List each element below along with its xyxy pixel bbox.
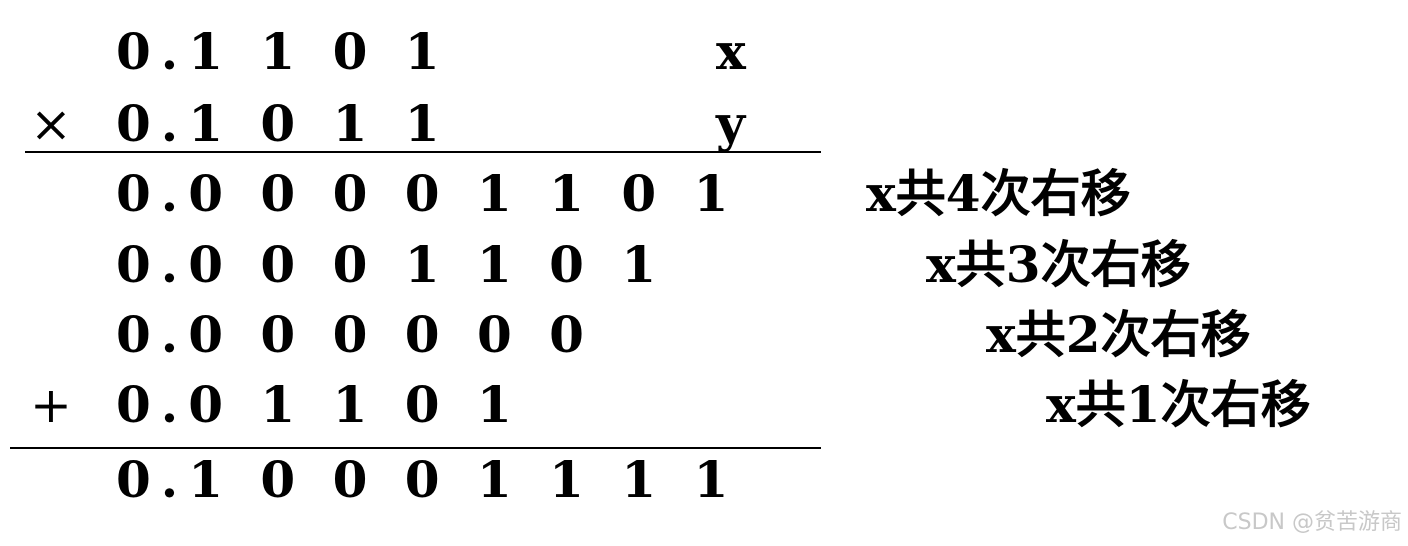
watermark: CSDN @贫苦游商 <box>1222 510 1402 535</box>
multiplier-digits: 0.1 0 1 1 <box>116 94 450 153</box>
multiplier-label: y <box>716 94 746 153</box>
upper-rule <box>25 151 821 153</box>
lower-rule <box>10 447 821 449</box>
partial-product-3-note: x共2次右移 <box>986 305 1251 364</box>
multiplicand-digits: 0.1 1 0 1 <box>116 22 450 81</box>
partial-product-1-note: x共4次右移 <box>866 164 1131 223</box>
multiply-sign: × <box>30 95 72 153</box>
multiplicand-label: x <box>716 22 746 81</box>
result-digits: 0.1 0 0 0 1 1 1 1 <box>116 450 739 509</box>
partial-product-2-digits: 0.0 0 0 1 1 0 1 <box>116 235 667 294</box>
partial-product-4-digits: 0.0 1 1 0 1 <box>116 375 522 434</box>
plus-sign: + <box>30 376 72 434</box>
partial-product-4-note: x共1次右移 <box>1046 375 1311 434</box>
partial-product-3-digits: 0.0 0 0 0 0 0 <box>116 305 594 364</box>
partial-product-2-note: x共3次右移 <box>926 235 1191 294</box>
partial-product-1-digits: 0.0 0 0 0 1 1 0 1 <box>116 164 739 223</box>
